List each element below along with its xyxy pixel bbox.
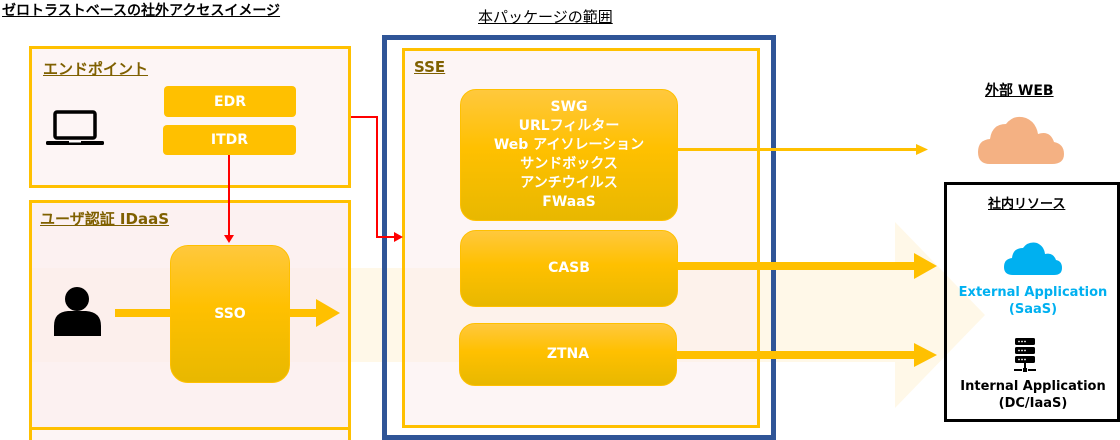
laptop-icon [46,110,104,145]
swg-box: SWG URLフィルター Web アイソレーション サンドボックス アンチウイル… [460,89,678,221]
internal-app-line2: (DC/IaaS) [998,396,1068,411]
external-web-label: 外部 WEB [985,83,1054,99]
scope-title: 本パッケージの範囲 [478,8,613,26]
swg-line: FWaaS [542,194,596,210]
sso-label: SSO [214,305,246,322]
edr-chip: EDR [164,86,296,117]
internal-app-label: Internal Application (DC/IaaS) [950,378,1116,412]
user-icon [54,287,101,336]
casb-label: CASB [548,260,590,276]
idaas-label: ユーザ認証 IDaaS [40,210,170,228]
external-app-line1: External Application [958,285,1108,300]
endpoint-label: エンドポイント [43,60,149,78]
saas-cloud-icon [1004,242,1062,275]
internal-app-line1: Internal Application [960,379,1106,394]
external-app-line2: (SaaS) [1008,302,1058,317]
swg-line: Web アイソレーション [493,137,645,153]
ztna-box: ZTNA [459,323,677,386]
ztna-label: ZTNA [546,346,590,362]
cloud-icon [978,116,1064,164]
swg-line: SWG [550,99,588,115]
external-app-label: External Application (SaaS) [955,284,1111,318]
swg-line: アンチウイルス [520,175,618,191]
internal-resources-label: 社内リソース [988,197,1066,212]
sse-label: SSE [414,58,446,76]
itdr-chip: ITDR [163,125,296,155]
diagram-title: ゼロトラストベースの社外アクセスイメージ [2,3,281,19]
swg-line: サンドボックス [520,156,618,172]
sso-box: SSO [170,245,290,383]
internal-resources-box [944,182,1120,422]
server-icon [1014,338,1036,372]
endpoint-zone [29,46,351,188]
swg-line: URLフィルター [518,118,620,134]
casb-box: CASB [460,230,678,307]
